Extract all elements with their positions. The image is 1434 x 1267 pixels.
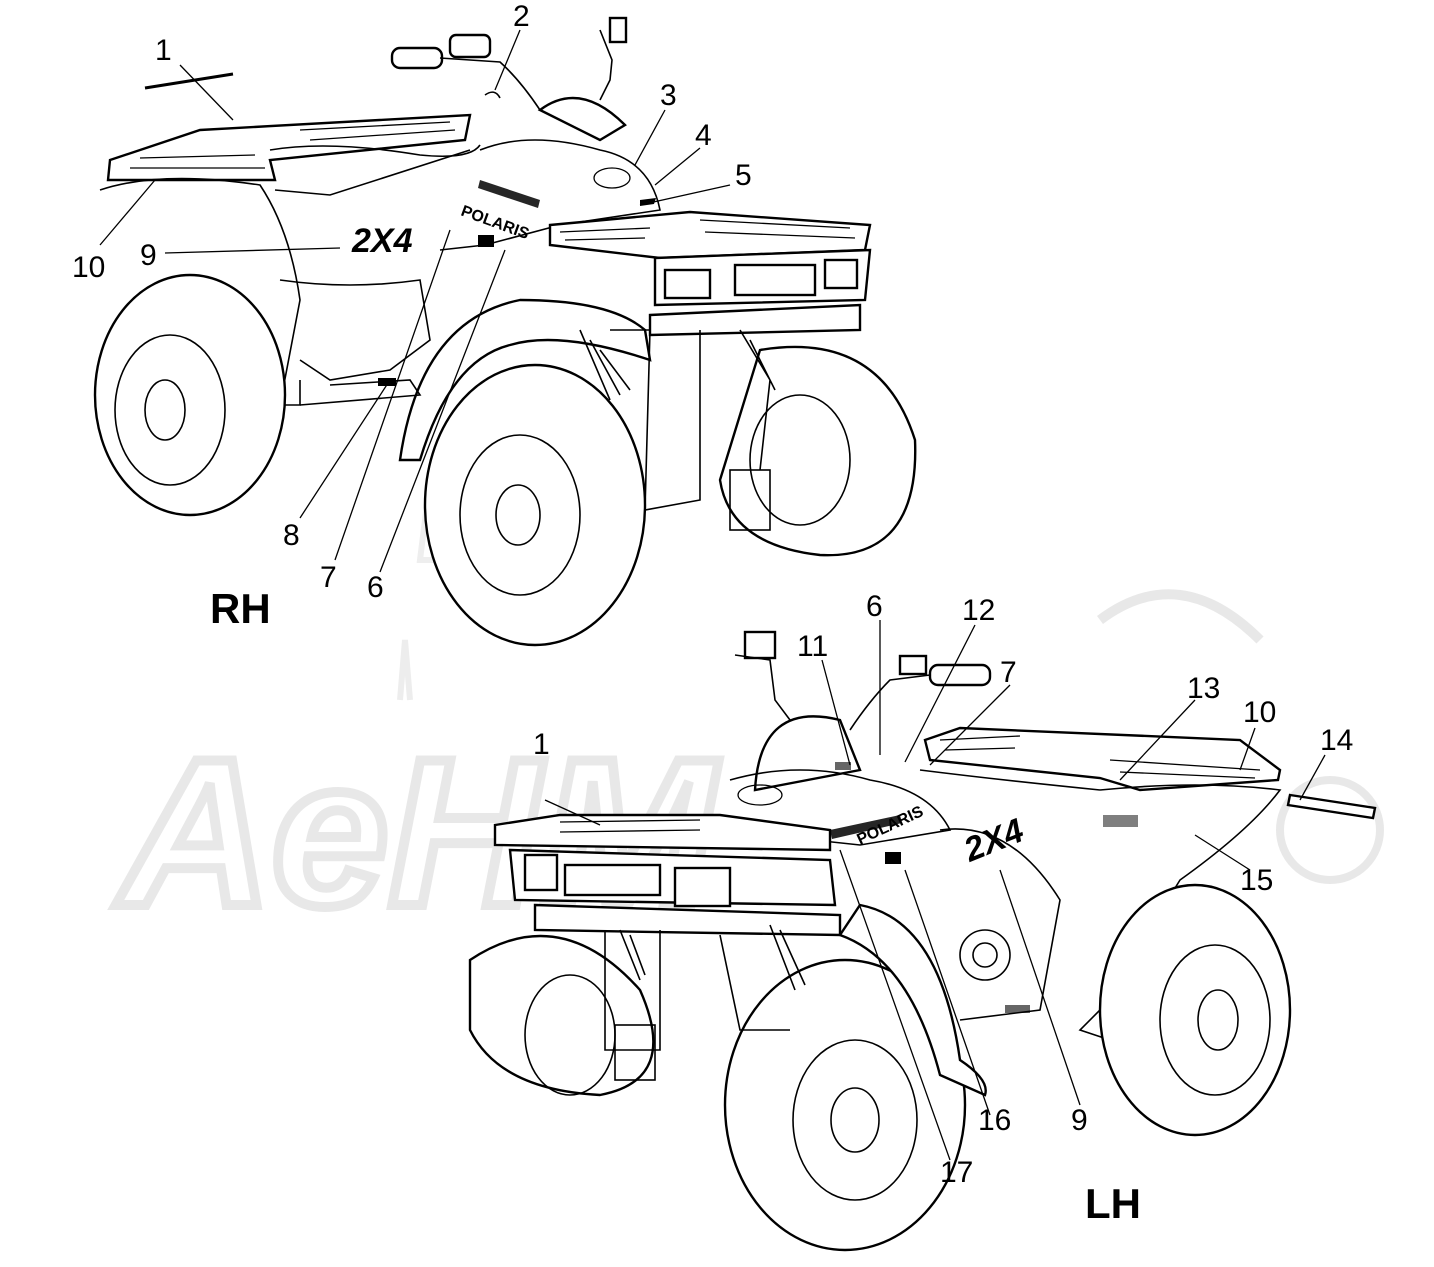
callout-rh-1: 1 bbox=[155, 34, 172, 67]
callout-rh-10: 10 bbox=[72, 251, 105, 284]
rh-callout-leaders bbox=[99, 29, 731, 573]
view-label-lh: LH bbox=[1085, 1180, 1141, 1227]
callout-lh-15: 15 bbox=[1240, 864, 1273, 897]
callout-rh-3: 3 bbox=[660, 79, 677, 112]
callout-lh-11: 11 bbox=[797, 630, 828, 663]
callout-rh-6: 6 bbox=[367, 571, 384, 604]
callout-rh-5: 5 bbox=[735, 159, 752, 192]
callout-rh-7: 7 bbox=[320, 561, 337, 594]
2x4-decal-rh: 2X4 bbox=[351, 222, 413, 260]
callout-rh-4: 4 bbox=[695, 119, 712, 152]
callout-lh-9: 9 bbox=[1071, 1104, 1088, 1137]
2x4-decal-lh: 2X4 bbox=[958, 811, 1029, 869]
rh-callouts: 1 2 3 4 5 6 7 8 9 10 RH bbox=[72, 0, 752, 632]
lh-callouts: 1 6 7 9 10 11 12 13 14 15 16 17 LH bbox=[533, 590, 1353, 1227]
front-wheel-rh bbox=[423, 363, 647, 647]
callout-lh-16: 16 bbox=[978, 1104, 1011, 1137]
callout-rh-9: 9 bbox=[140, 239, 157, 272]
rear-wheel-lh bbox=[1098, 883, 1292, 1137]
callout-lh-12: 12 bbox=[962, 594, 995, 627]
callout-lh-7: 7 bbox=[1000, 656, 1017, 689]
callout-lh-17: 17 bbox=[940, 1156, 973, 1189]
callout-lh-10: 10 bbox=[1243, 696, 1276, 729]
view-label-rh: RH bbox=[210, 585, 271, 632]
callout-lh-1: 1 bbox=[533, 728, 550, 761]
atv-rh-view: POLARIS 2X4 bbox=[93, 16, 917, 647]
callout-lh-13: 13 bbox=[1187, 672, 1220, 705]
callout-lh-14: 14 bbox=[1320, 724, 1353, 757]
rear-wheel-rh bbox=[93, 273, 287, 517]
lh-callout-leaders bbox=[544, 620, 1326, 1161]
callout-rh-8: 8 bbox=[283, 519, 300, 552]
callout-lh-6: 6 bbox=[866, 590, 883, 623]
callout-rh-2: 2 bbox=[513, 0, 530, 33]
rear-rack-lh bbox=[923, 726, 1282, 792]
polaris-decal-rh: POLARIS bbox=[459, 203, 532, 243]
